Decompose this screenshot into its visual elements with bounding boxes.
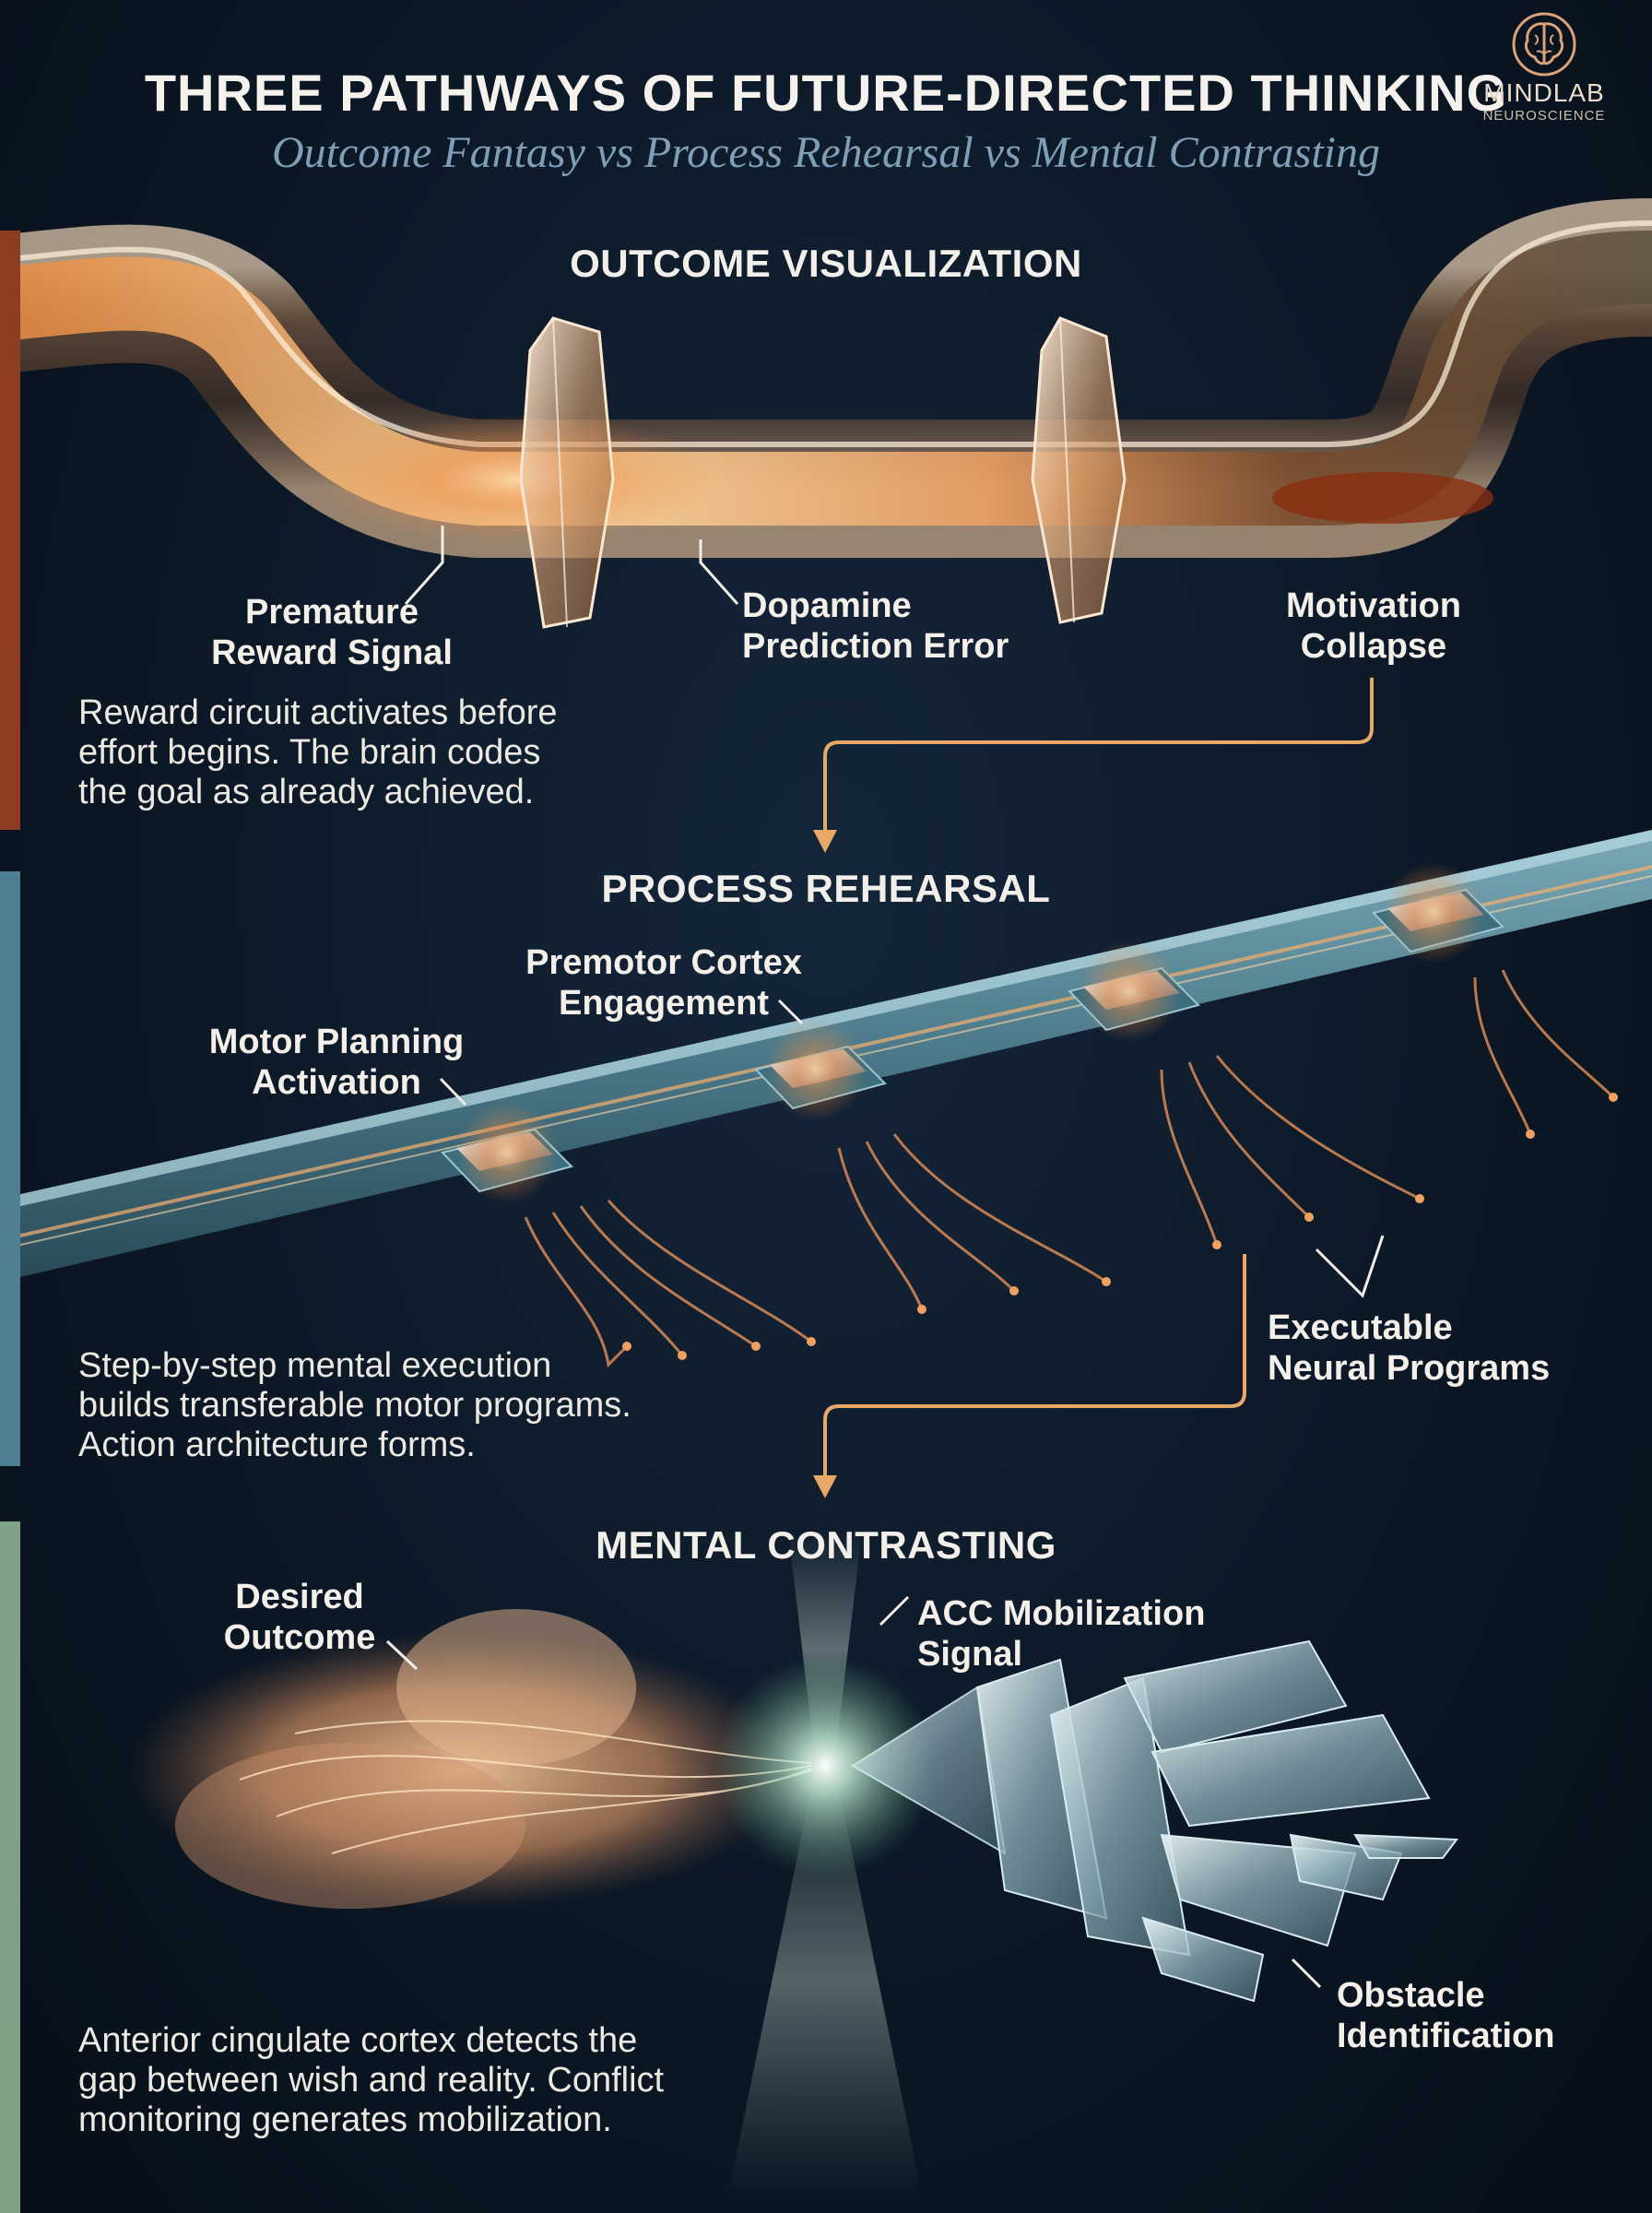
label-line: Premature [245, 593, 419, 632]
description-line: Step-by-step mental execution [78, 1346, 552, 1385]
description-line: the goal as already achieved. [78, 773, 535, 811]
section-title-process: PROCESS REHEARSAL [601, 867, 1051, 910]
desired-outcome-cloud [129, 1609, 812, 1909]
section-bar-contrast [0, 1521, 20, 2213]
label-obstacle-identification: Obstacle Identification [1337, 1975, 1613, 2056]
acc-glow [714, 1655, 936, 1876]
circuit-traces [524, 969, 1615, 1368]
contrast-leaders [385, 1595, 1322, 1989]
label-line: Engagement [558, 984, 770, 1023]
description-outcome: Reward circuit activates before effort b… [78, 693, 724, 812]
label-desired-outcome: Desired Outcome [184, 1577, 415, 1658]
label-line: Executable [1268, 1308, 1453, 1347]
logo-name: MINDLAB [1483, 78, 1605, 107]
description-line: effort begins. The brain codes [78, 733, 541, 772]
trace-endpoints [622, 1093, 1618, 1360]
section-title-outcome: OUTCOME VISUALIZATION [570, 242, 1082, 285]
label-line: ACC Mobilization [917, 1594, 1206, 1633]
label-line: Identification [1337, 2017, 1555, 2055]
page-subtitle: Outcome Fantasy vs Process Rehearsal vs … [271, 128, 1381, 177]
label-line: Neural Programs [1268, 1349, 1551, 1388]
label-motivation-collapse: Motivation Collapse [1235, 586, 1512, 667]
page-title: THREE PATHWAYS OF FUTURE-DIRECTED THINKI… [144, 64, 1508, 122]
description-line: gap between wish and reality. Conflict [78, 2061, 665, 2100]
logo-sub: NEUROSCIENCE [1482, 108, 1606, 124]
label-line: Desired [235, 1578, 364, 1616]
section-title-contrast: MENTAL CONTRASTING [596, 1523, 1056, 1567]
chip-1 [441, 1102, 573, 1203]
description-line: Reward circuit activates before [78, 693, 558, 732]
label-line: Collapse [1300, 627, 1447, 666]
chip-4 [1372, 862, 1504, 964]
label-line: Signal [917, 1635, 1023, 1674]
label-motor-planning: Motor Planning Activation [180, 1022, 493, 1103]
connector-arrow-2 [813, 1254, 1246, 1498]
label-line: Premotor Cortex [525, 943, 802, 982]
light-beam [728, 1531, 922, 2195]
description-line: Action architecture forms. [78, 1426, 476, 1464]
description-line: builds transferable motor programs. [78, 1386, 631, 1425]
description-line: monitoring generates mobilization. [78, 2101, 612, 2139]
label-dopamine-error: Dopamine Prediction Error [742, 586, 1074, 667]
brain-icon [1512, 12, 1576, 77]
label-line: Reward Signal [211, 633, 453, 672]
logo: MINDLAB NEUROSCIENCE [1475, 11, 1613, 124]
label-premotor-engagement: Premotor Cortex Engagement [498, 942, 830, 1024]
section-bar-process [0, 871, 20, 1466]
description-contrast: Anterior cingulate cortex detects the ga… [78, 2021, 797, 2140]
label-line: Motor Planning [208, 1023, 465, 1061]
connector-arrow-1 [813, 678, 1374, 853]
crystal-valve-right [1031, 316, 1127, 624]
label-line: Prediction Error [742, 627, 1009, 666]
label-line: Motivation [1286, 586, 1461, 625]
label-line: Outcome [223, 1618, 376, 1657]
chip-2 [754, 1019, 887, 1120]
chip-3 [1068, 941, 1200, 1042]
description-line: Anterior cingulate cortex detects the [78, 2021, 638, 2060]
glass-tube [0, 198, 1652, 558]
obstacle-crystals [851, 1639, 1458, 2003]
label-line: Activation [252, 1063, 421, 1102]
label-line: Dopamine [742, 586, 912, 625]
label-acc-signal: ACC Mobilization Signal [917, 1593, 1268, 1675]
process-leaders [439, 999, 1385, 1298]
outcome-leaders [404, 526, 739, 605]
label-executable-programs: Executable Neural Programs [1268, 1308, 1599, 1389]
section-bar-outcome [0, 231, 20, 830]
label-line: Obstacle [1337, 1976, 1485, 2015]
crystal-valve-left [519, 316, 615, 629]
label-premature-reward: Premature Reward Signal [184, 592, 479, 673]
description-process: Step-by-step mental execution builds tra… [78, 1346, 779, 1465]
